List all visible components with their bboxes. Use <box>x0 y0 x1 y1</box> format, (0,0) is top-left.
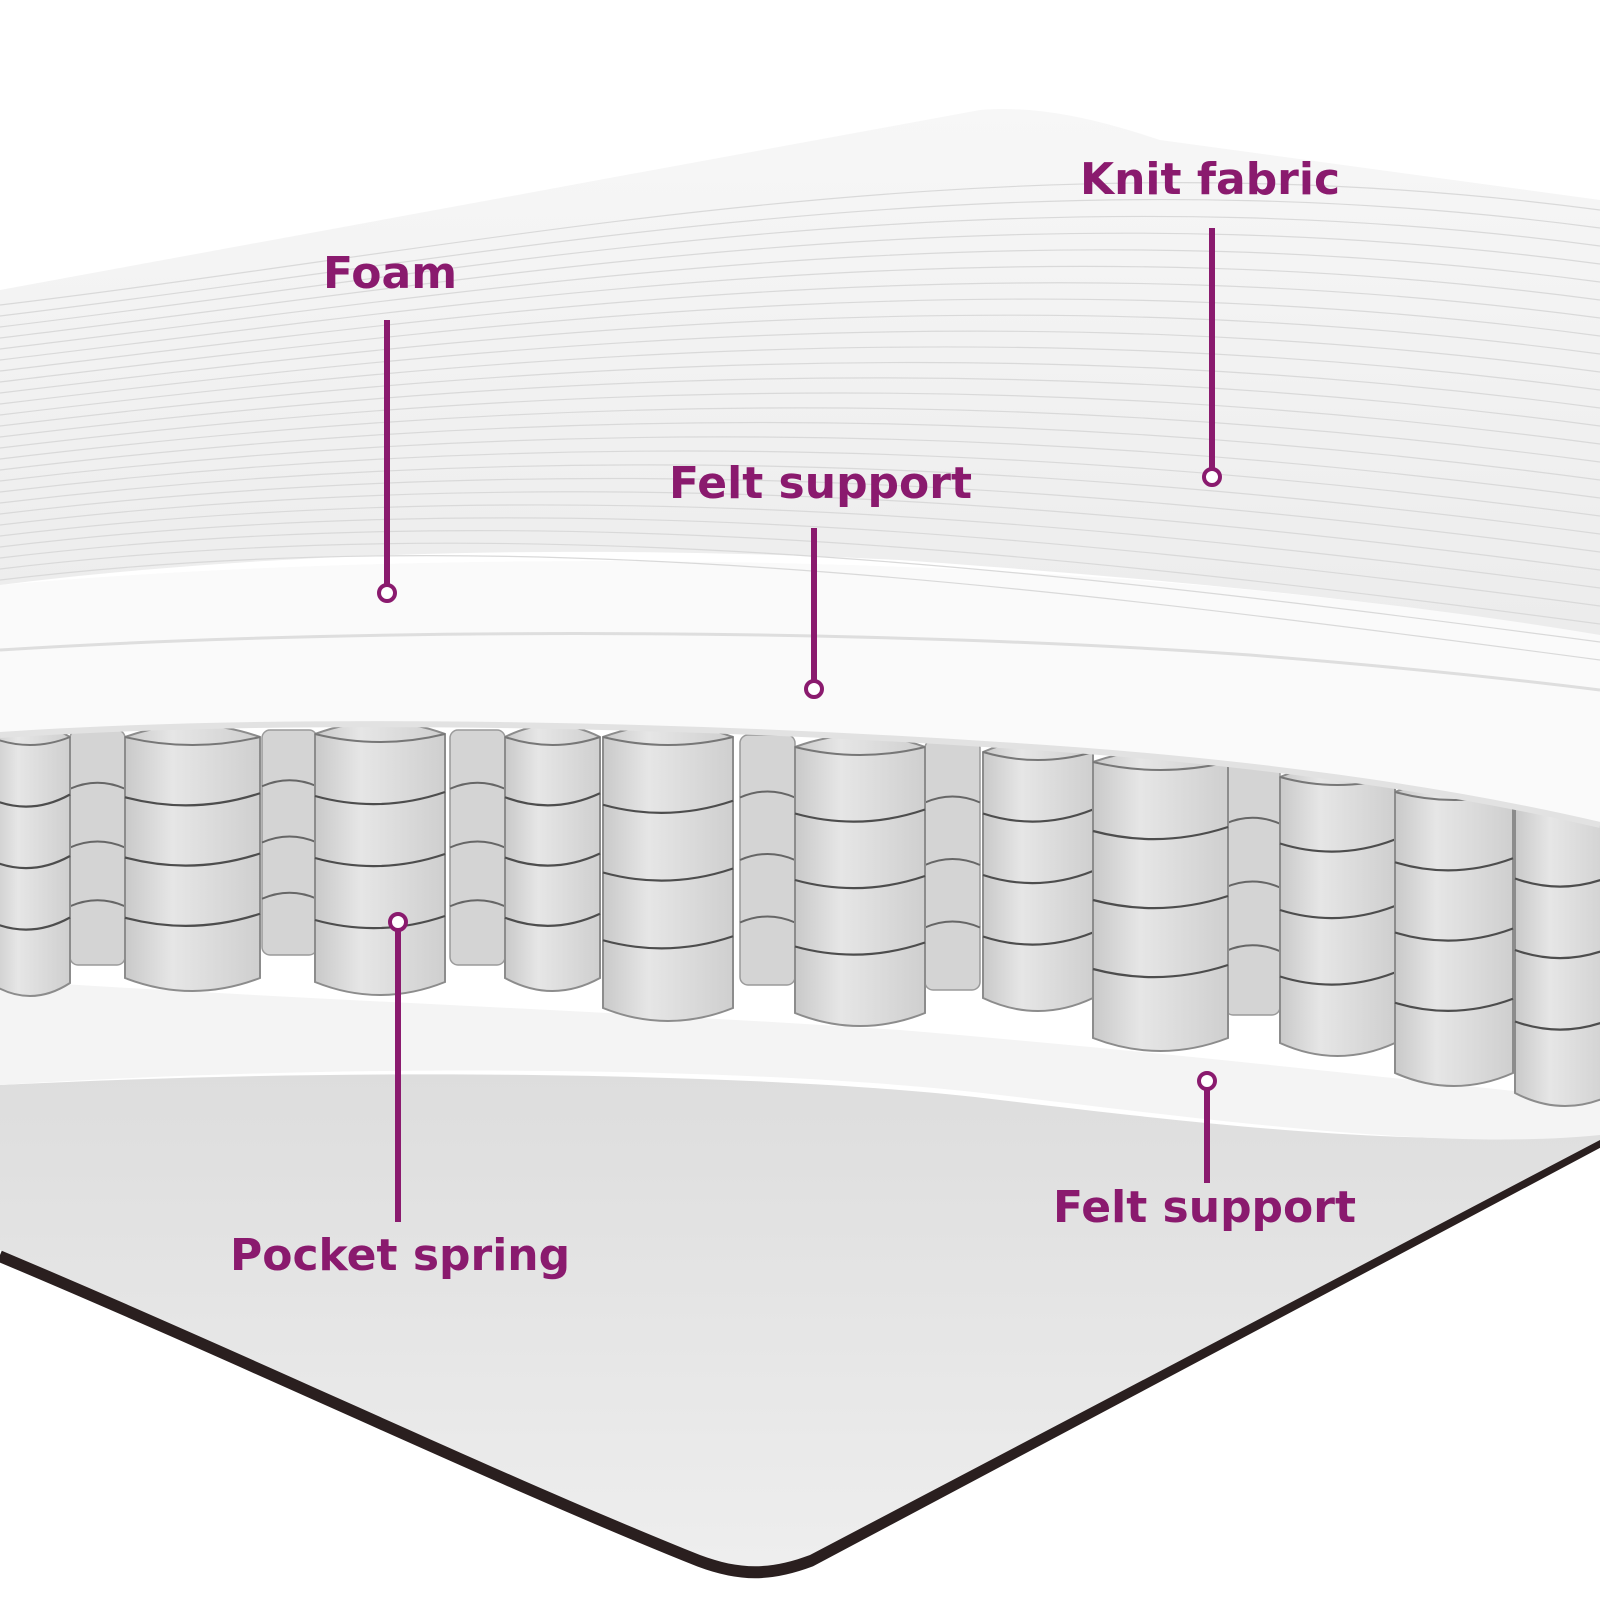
label-pocket-spring: Pocket spring <box>230 1230 571 1281</box>
pocket-spring <box>1394 779 1514 1087</box>
pocket-spring <box>1279 764 1396 1057</box>
pocket-spring <box>69 729 126 966</box>
knit-fabric-layer <box>0 109 1600 661</box>
pocket-spring <box>982 739 1094 1012</box>
pocket-spring <box>739 734 796 986</box>
foam-and-felt-layers <box>0 561 1600 828</box>
pocket-spring <box>1224 759 1281 1016</box>
label-felt-support-top: Felt support <box>669 458 973 509</box>
label-knit-fabric: Knit fabric <box>1080 154 1341 205</box>
label-felt-support-bottom: Felt support <box>1053 1182 1357 1233</box>
pocket-spring <box>1092 749 1229 1052</box>
pocket-spring <box>794 734 926 1027</box>
pocket-spring <box>124 724 261 992</box>
pocket-spring <box>449 729 506 966</box>
pocket-spring <box>1514 794 1600 1107</box>
pocket-spring <box>314 721 446 996</box>
pocket-spring <box>504 724 601 992</box>
pocket-spring <box>924 739 981 991</box>
pocket-spring <box>602 724 734 1022</box>
mattress-base <box>0 1074 1600 1600</box>
label-foam: Foam <box>323 248 458 299</box>
pocket-spring <box>261 729 318 956</box>
pocket-spring-layer <box>0 721 1600 1107</box>
pocket-spring <box>0 724 71 997</box>
